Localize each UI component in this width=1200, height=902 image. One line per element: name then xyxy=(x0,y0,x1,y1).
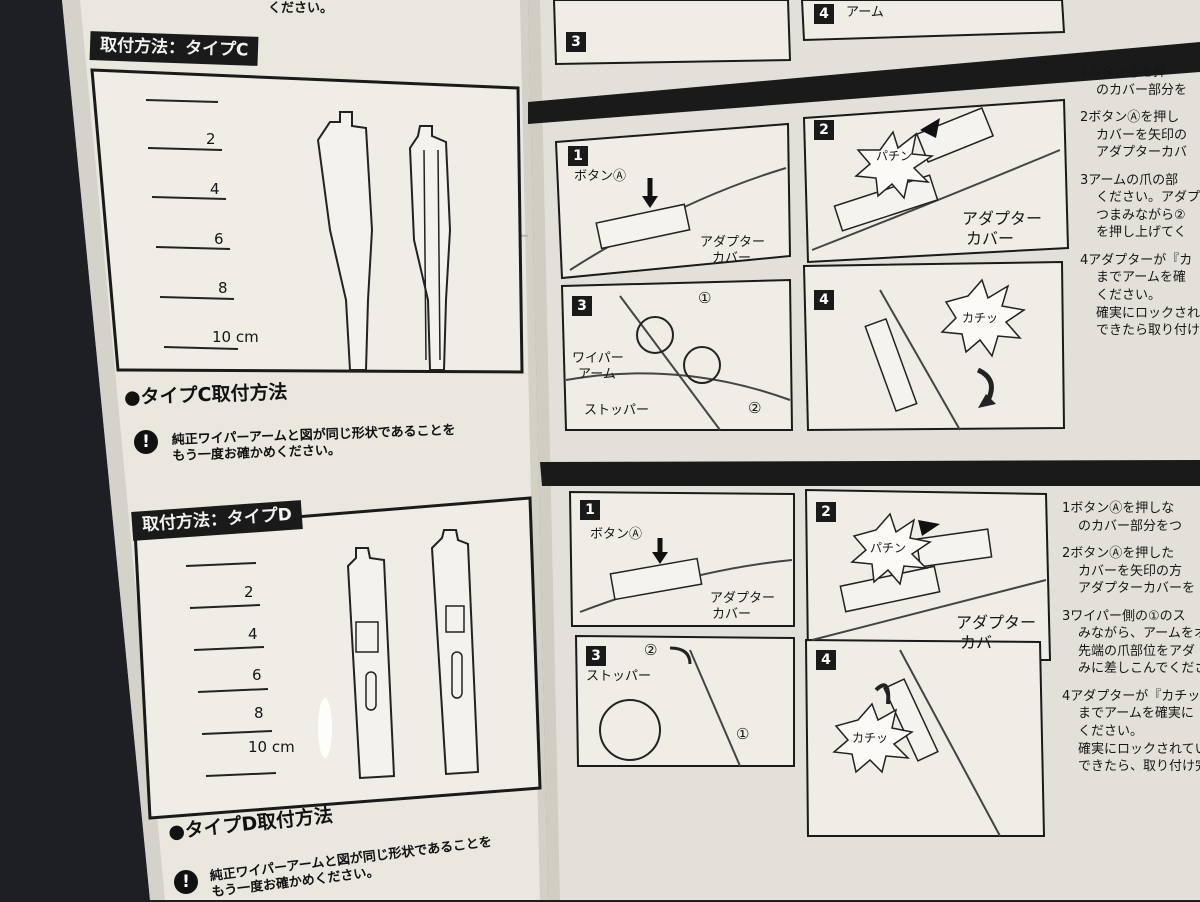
d-panel-1-adapter-label: アダプター xyxy=(710,591,776,606)
ruler-c-8: 8 xyxy=(218,279,228,297)
c-panel-1-button-label: ボタンⒶ xyxy=(574,169,627,184)
c-panel-3-stopper-label: ストッパー xyxy=(584,403,650,418)
c-instruction-line: を押し上げてく xyxy=(1096,225,1187,241)
d-panel-2-number: 2 xyxy=(816,502,836,522)
d-instruction-line: できたら、取り付け完 xyxy=(1078,759,1200,775)
d-instruction-line: みに差しこんでくださ xyxy=(1078,661,1200,677)
c-panel-3-number: 3 xyxy=(572,296,592,316)
ruler-d-10cm: 10 cm xyxy=(248,738,295,756)
d-panel-2-cover-label: カバー xyxy=(960,633,1009,652)
c-instruction-line: 2ボタンⒶを押し xyxy=(1080,110,1180,126)
d-panel-4-number: 4 xyxy=(816,650,836,670)
c-panel-4-number: 4 xyxy=(814,290,834,310)
d-instruction-line: ください。 xyxy=(1078,724,1144,740)
c-instruction-line: できたら取り付け xyxy=(1096,323,1200,339)
ruler-d-4: 4 xyxy=(248,625,258,643)
c-instruction-line: ください。 xyxy=(1096,288,1162,304)
ruler-d-8: 8 xyxy=(254,704,264,722)
d-instruction-line: 1ボタンⒶを押しな xyxy=(1062,501,1175,516)
c-panel-1-cover-label: カバー xyxy=(712,251,752,266)
d-instruction-line: 確実にロックされてい xyxy=(1078,741,1200,757)
c-panel-2-adapter-label: アダプター xyxy=(962,209,1043,228)
d-instruction-line: カバーを矢印の方 xyxy=(1078,563,1183,579)
warning-icon-d: ! xyxy=(174,870,198,894)
ruler-c-2: 2 xyxy=(206,130,216,148)
d-panel-3-step1-label: ① xyxy=(736,725,750,743)
d-instruction-line: 2ボタンⒶを押した xyxy=(1062,546,1175,562)
d-panel-4-click-label: カチッ xyxy=(852,731,889,745)
warning-icon: ! xyxy=(134,430,158,454)
d-panel-3-number: 3 xyxy=(586,646,606,666)
ruler-d-2: 2 xyxy=(244,583,254,601)
ruler-d-6: 6 xyxy=(252,666,262,684)
c-instruction-line: までアームを確 xyxy=(1096,270,1186,286)
c-panel-3-arm-label: アーム xyxy=(578,367,616,382)
c-panel-2-number: 2 xyxy=(814,120,834,140)
c-instruction-line: 確実にロックされ xyxy=(1096,305,1200,321)
c-panel-3-wiper-label: ワイパー xyxy=(572,351,624,366)
top-fragment-text: ください。 xyxy=(268,1,334,16)
d-panel-1-button-label: ボタンⒶ xyxy=(590,527,643,542)
d-panel-1-cover-label: カバー xyxy=(712,607,752,622)
ruler-c-10cm: 10 cm xyxy=(212,328,259,346)
d-panel-3-step2-label: ② xyxy=(644,641,658,659)
c-instruction-line: 3アームの爪の部 xyxy=(1080,172,1179,188)
d-panel-2-adapter-label: アダプター xyxy=(956,613,1037,632)
ruler-c-6: 6 xyxy=(214,230,224,248)
d-panel-2-snap-label: パチン xyxy=(870,541,907,555)
c-panel-3-step2-label: ② xyxy=(748,399,762,417)
top-panel-arm-label: アーム xyxy=(846,5,884,20)
c-panel-2-cover-label: カバー xyxy=(966,229,1015,248)
ruler-c-4: 4 xyxy=(210,180,220,198)
c-panel-1-adapter-label: アダプター xyxy=(700,235,766,250)
c-instruction-line: カバーを矢印の xyxy=(1096,127,1188,143)
c-instruction-line: アダプターカバ xyxy=(1096,145,1188,161)
d-instruction-line: までアームを確実に xyxy=(1078,706,1194,722)
c-instruction-line: 4アダプターが『カ xyxy=(1080,252,1193,268)
c-panel-2-snap-label: パチン xyxy=(876,149,913,163)
d-panel-3-stopper-label: ストッパー xyxy=(586,669,652,684)
c-panel-1-number: 1 xyxy=(568,146,588,166)
c-instructions: 1ボタンⒶを押 のカバー部分を 2ボタンⒶを押し カバーを矢印の アダプターカバ… xyxy=(1080,64,1200,340)
d-instruction-line: みながら、アームをオ xyxy=(1078,626,1200,642)
c-instruction-line: のカバー部分を xyxy=(1096,82,1188,98)
c-instruction-line: つまみながら② xyxy=(1096,207,1186,223)
d-instruction-line: 先端の爪部位をアダ xyxy=(1078,643,1196,659)
d-instruction-line: のカバー部分をつ xyxy=(1078,518,1183,534)
top-panel-3-number: 3 xyxy=(566,32,586,52)
c-instruction-line: ください。アダプ xyxy=(1096,190,1200,206)
c-instruction-line: 1ボタンⒶを押 xyxy=(1080,65,1167,80)
d-instruction-line: アダプターカバーを xyxy=(1078,581,1196,597)
c-panel-3-step1-label: ① xyxy=(698,289,712,307)
top-panel-4-number: 4 xyxy=(814,4,834,24)
type-c-header: 取付方法：タイプC xyxy=(89,31,259,66)
d-instruction-line: 4アダプターが『カチッ xyxy=(1062,688,1200,704)
d-panel-1-number: 1 xyxy=(580,500,600,520)
d-instruction-line: 3ワイパー側の①のス xyxy=(1062,608,1186,624)
c-panel-4-click-label: カチッ xyxy=(962,311,999,325)
d-instructions: 1ボタンⒶを押しな のカバー部分をつ 2ボタンⒶを押した カバーを矢印の方 アダ… xyxy=(1062,500,1200,776)
